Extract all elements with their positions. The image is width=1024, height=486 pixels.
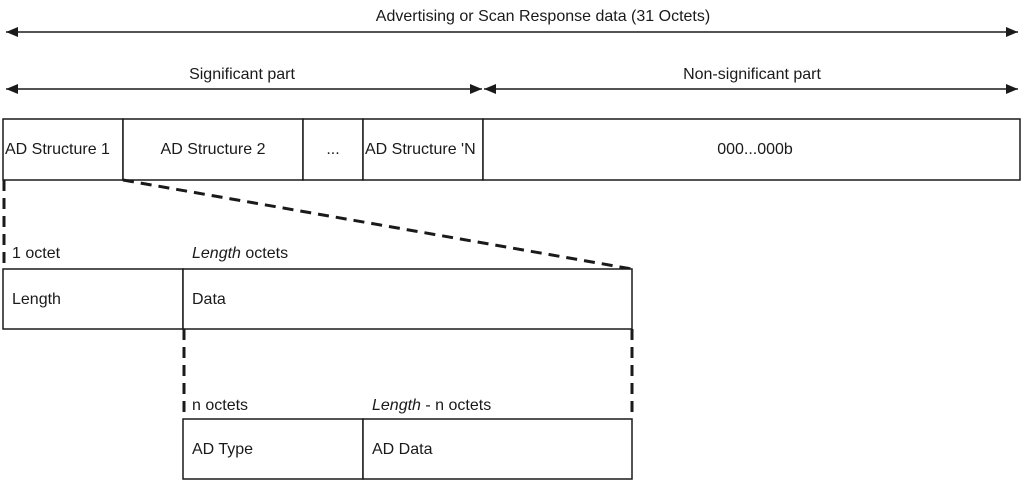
significant-span: Significant part [6, 66, 482, 94]
length-label: Length [12, 291, 61, 308]
data-size-rest: octets [241, 245, 288, 262]
zoom-lines-data [182, 329, 634, 419]
data-box [182, 268, 633, 330]
data-size-label: Length octets [192, 245, 288, 262]
ellipsis-label: ... [326, 141, 339, 158]
ellipsis-box [302, 118, 364, 181]
ad-data-size-italic: Length [372, 397, 421, 414]
top-span-label: Advertising or Scan Response data (31 Oc… [376, 8, 710, 25]
type-size-label: n octets [192, 397, 248, 414]
zoom-line-right [122, 178, 633, 271]
ad-data-size-label: Length - n octets [372, 397, 491, 414]
zoom-lines-structure [2, 178, 633, 271]
ad-data-size-rest: - n octets [421, 397, 491, 414]
ad-data-box [362, 418, 633, 480]
length-size-label: 1 octet [12, 245, 61, 262]
ad-structure-1-box [2, 118, 124, 181]
ad-structure-2-label: AD Structure 2 [161, 141, 266, 158]
ad-type-label: AD Type [192, 441, 253, 458]
data-label: Data [192, 291, 226, 308]
ad-structure-row: AD Structure 1 AD Structure 2 ... AD Str… [2, 118, 1021, 181]
ad-structure-1-label: AD Structure 1 [5, 141, 110, 158]
ad-structure-n-box [362, 118, 484, 181]
data-size-italic: Length [192, 245, 241, 262]
significant-label: Significant part [189, 66, 295, 83]
padding-label: 000...000b [717, 141, 793, 158]
structure-detail-row: 1 octet Length octets Length Data [2, 245, 633, 330]
ad-structure-n-label: AD Structure 'N [365, 141, 476, 158]
ad-structure-2-box [122, 118, 304, 181]
non-significant-label: Non-significant part [683, 66, 821, 83]
padding-box [482, 118, 1021, 181]
length-box [2, 268, 184, 330]
data-detail-row: n octets Length - n octets AD Type AD Da… [182, 397, 633, 480]
non-significant-span: Non-significant part [484, 66, 1018, 94]
ad-data-label: AD Data [372, 441, 433, 458]
top-span: Advertising or Scan Response data (31 Oc… [6, 8, 1018, 37]
